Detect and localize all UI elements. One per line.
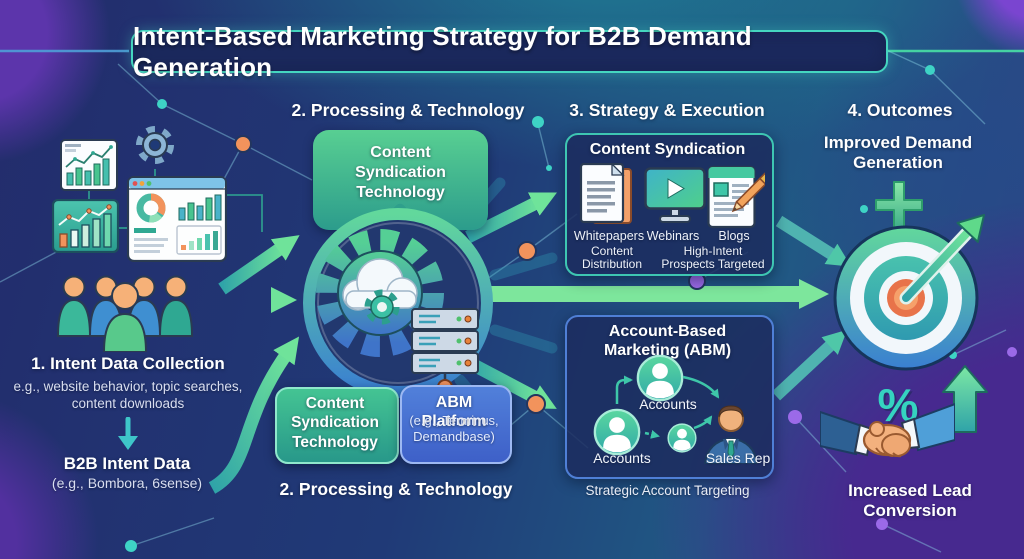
collection-examples: e.g., website behavior, topic searches, … [13, 379, 243, 411]
page-title: Intent-Based Marketing Strategy for B2B … [133, 20, 752, 82]
high-intent-caption: High-Intent Prospects Targeted [661, 244, 765, 272]
abm-flow-arrows [615, 375, 720, 439]
webinar-monitor-icon [644, 167, 706, 223]
network-nodes [125, 65, 1017, 552]
account-small-icon [667, 423, 697, 453]
account-top-icon [636, 354, 684, 402]
source-connectors [88, 169, 263, 232]
column-header-outcomes: 4. Outcomes [847, 100, 953, 120]
abm-footer-label: Strategic Account Targeting [585, 483, 750, 498]
accounts-left-label: Accounts [593, 450, 651, 466]
down-arrow-icon [118, 417, 138, 450]
whitepapers-label: Whitepapers [573, 229, 645, 243]
accounts-top-label: Accounts [639, 396, 697, 412]
sales-rep-label: Sales Rep [705, 450, 771, 466]
abm-platform-title: ABM Platform [421, 394, 487, 431]
processing-footer-label: 2. Processing & Technology [279, 479, 513, 499]
b2b-intent-data-examples: (e.g., Bombora, 6sense) [51, 475, 203, 491]
processing-hub-emblem [303, 208, 493, 398]
column-header-processing: 2. Processing & Technology [291, 100, 525, 120]
browser-dashboard-icon [127, 176, 227, 262]
handshake-icon [820, 402, 955, 458]
account-left-icon [593, 408, 641, 456]
collection-heading: 1. Intent Data Collection [31, 354, 225, 373]
arrow-hub-to-abm [464, 356, 557, 409]
arrow-intentdata-to-hub [208, 336, 300, 494]
gear-small-icon [364, 289, 400, 325]
whitepaper-icon [579, 163, 632, 224]
server-stack-icon [411, 308, 479, 397]
webinars-label: Webinars [646, 229, 700, 243]
abm-title: Account-Based Marketing (ABM) [603, 323, 732, 360]
pencil-icon [731, 172, 765, 213]
blog-pencil-icon [707, 165, 765, 229]
blogs-label: Blogs [718, 229, 750, 243]
tech-box [275, 387, 399, 464]
tech-box-label: Content Syndication Technology [291, 395, 379, 451]
abm-platform-examples: (e.g., Terminus, Demandbase) [409, 413, 499, 445]
arrow-hub-to-syndication [465, 192, 557, 243]
demand-generation-title: Improved Demand Generation [823, 133, 973, 173]
syndication-tech-callout-label: Content Syndication Technology [355, 144, 446, 201]
arrow-sources-to-hub-top [218, 235, 300, 295]
b2b-intent-data-title: B2B Intent Data [63, 454, 191, 473]
sales-rep-icon [703, 405, 759, 464]
lead-conversion-title: Increased Lead Conversion [848, 481, 972, 521]
cloud-icon [342, 258, 418, 311]
column-header-strategy: 3. Strategy & Execution [569, 100, 765, 120]
content-syndication-title: Content Syndication [589, 141, 746, 158]
content-distribution-caption: Content Distribution [581, 244, 643, 272]
title-banner: Intent-Based Marketing Strategy for B2B … [131, 21, 888, 82]
people-group-icon [56, 275, 194, 352]
gear-icon [136, 126, 174, 164]
arrow-abm-to-target [771, 329, 848, 401]
flow-arrows [205, 192, 852, 494]
mini-bar-chart-card-icon [60, 139, 118, 191]
arrow-syndication-to-target [775, 215, 852, 267]
target-arrow [899, 214, 985, 305]
teal-chart-card-icon [52, 199, 119, 253]
abm-platform-box [400, 385, 512, 464]
